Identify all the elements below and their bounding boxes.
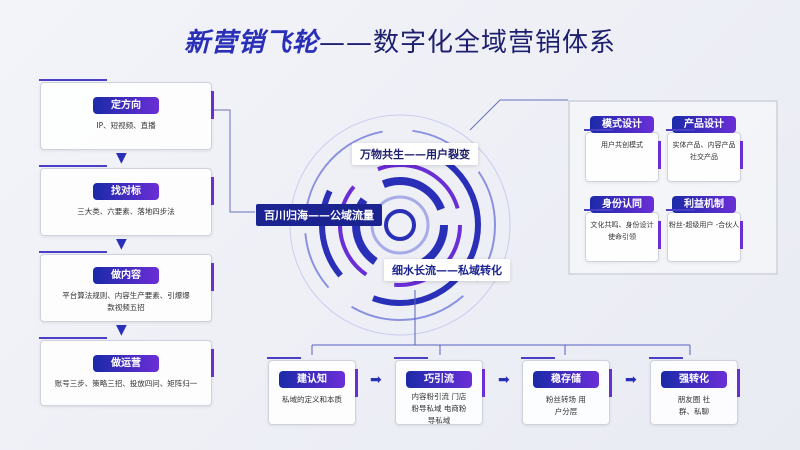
step-card-benchmark: 找对标三大类、六要素、落地四步法 (39, 165, 214, 236)
card-identity: 身份认同文化共鸣、身份设计 使命引领 (584, 196, 661, 262)
step-card-direction: 定方向 IP、短视频、直播 (39, 79, 214, 150)
label-user-fission: 万物共生——用户裂变 (352, 143, 478, 165)
card-text: 实体产品、内容产品 社交产品 (672, 141, 736, 161)
card-incentive: 利益机制粉丝-超级用户 -合伙人 (666, 196, 743, 262)
card-label: 利益机制 (672, 196, 736, 213)
step-label: 强转化 (661, 371, 727, 388)
step-text: 朋友圈 社群、私聊 (677, 395, 711, 416)
step-text: 账号三步、策略三招、投放四问、矩阵归一 (54, 379, 198, 388)
step-label: 做内容 (93, 267, 159, 284)
step-card-content: 做内容平台算法规则、内容生产要素、引爆爆款视频五招 (39, 251, 214, 322)
step-label: 定方向 (93, 97, 159, 114)
label-public-traffic: 百川归海——公域流量 (256, 204, 382, 226)
card-label: 身份认同 (590, 196, 654, 213)
step-text: 粉丝转场 用户分层 (546, 395, 586, 416)
title-subtitle: ——数字化全域营销体系 (319, 28, 617, 58)
step-text: IP、短视频、直播 (96, 121, 156, 130)
step-label: 做运营 (93, 355, 159, 372)
arrow-down-icon: ▼ (116, 322, 127, 338)
card-text: 粉丝-超级用户 -合伙人 (668, 221, 740, 229)
label-private-conversion: 细水长流——私域转化 (384, 259, 510, 281)
card-label: 模式设计 (590, 116, 654, 133)
bottom-card-retention: 稳存储粉丝转场 用户分层 (521, 357, 612, 425)
bottom-card-conversion: 强转化朋友圈 社群、私聊 (649, 357, 740, 425)
card-label: 产品设计 (672, 116, 736, 133)
arrow-right-icon: ➡ (625, 372, 637, 388)
bottom-card-awareness: 建认知私域的定义和本质 (267, 357, 358, 425)
step-text: 内容粉引流 门店粉导私域 电商粉导私域 (411, 392, 467, 425)
step-label: 建认知 (279, 371, 345, 388)
bottom-card-traffic: 巧引流内容粉引流 门店粉导私域 电商粉导私域 (394, 357, 485, 425)
card-text: 用户共创模式 (601, 141, 643, 149)
step-label: 稳存储 (533, 371, 599, 388)
card-product-design: 产品设计实体产品、内容产品 社交产品 (666, 116, 743, 182)
arrow-right-icon: ➡ (498, 372, 510, 388)
step-card-operation: 做运营账号三步、策略三招、投放四问、矩阵归一 (39, 337, 214, 406)
title-bold: 新营销飞轮 (183, 28, 319, 58)
card-model-design: 模式设计用户共创模式 (584, 116, 661, 182)
card-text: 文化共鸣、身份设计 使命引领 (590, 221, 654, 241)
step-text: 平台算法规则、内容生产要素、引爆爆款视频五招 (62, 291, 190, 312)
step-label: 找对标 (93, 183, 159, 200)
arrow-right-icon: ➡ (370, 372, 382, 388)
page-title: 新营销飞轮——数字化全域营销体系 (0, 22, 800, 59)
step-label: 巧引流 (406, 371, 472, 388)
arrow-down-icon: ▼ (116, 236, 127, 252)
step-text: 私域的定义和本质 (282, 395, 342, 404)
step-text: 三大类、六要素、落地四步法 (77, 207, 175, 216)
arrow-down-icon: ▼ (116, 150, 127, 166)
